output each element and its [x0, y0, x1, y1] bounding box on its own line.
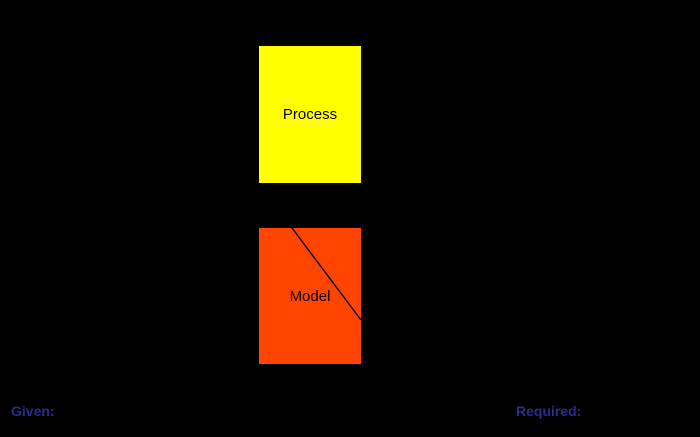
- required-label: Required:: [516, 403, 582, 419]
- given-label: Given:: [11, 403, 55, 419]
- node-process[interactable]: Process: [259, 46, 361, 183]
- node-model-label: Model: [289, 287, 331, 305]
- node-process-label: Process: [282, 106, 338, 123]
- node-model[interactable]: Model: [259, 228, 361, 364]
